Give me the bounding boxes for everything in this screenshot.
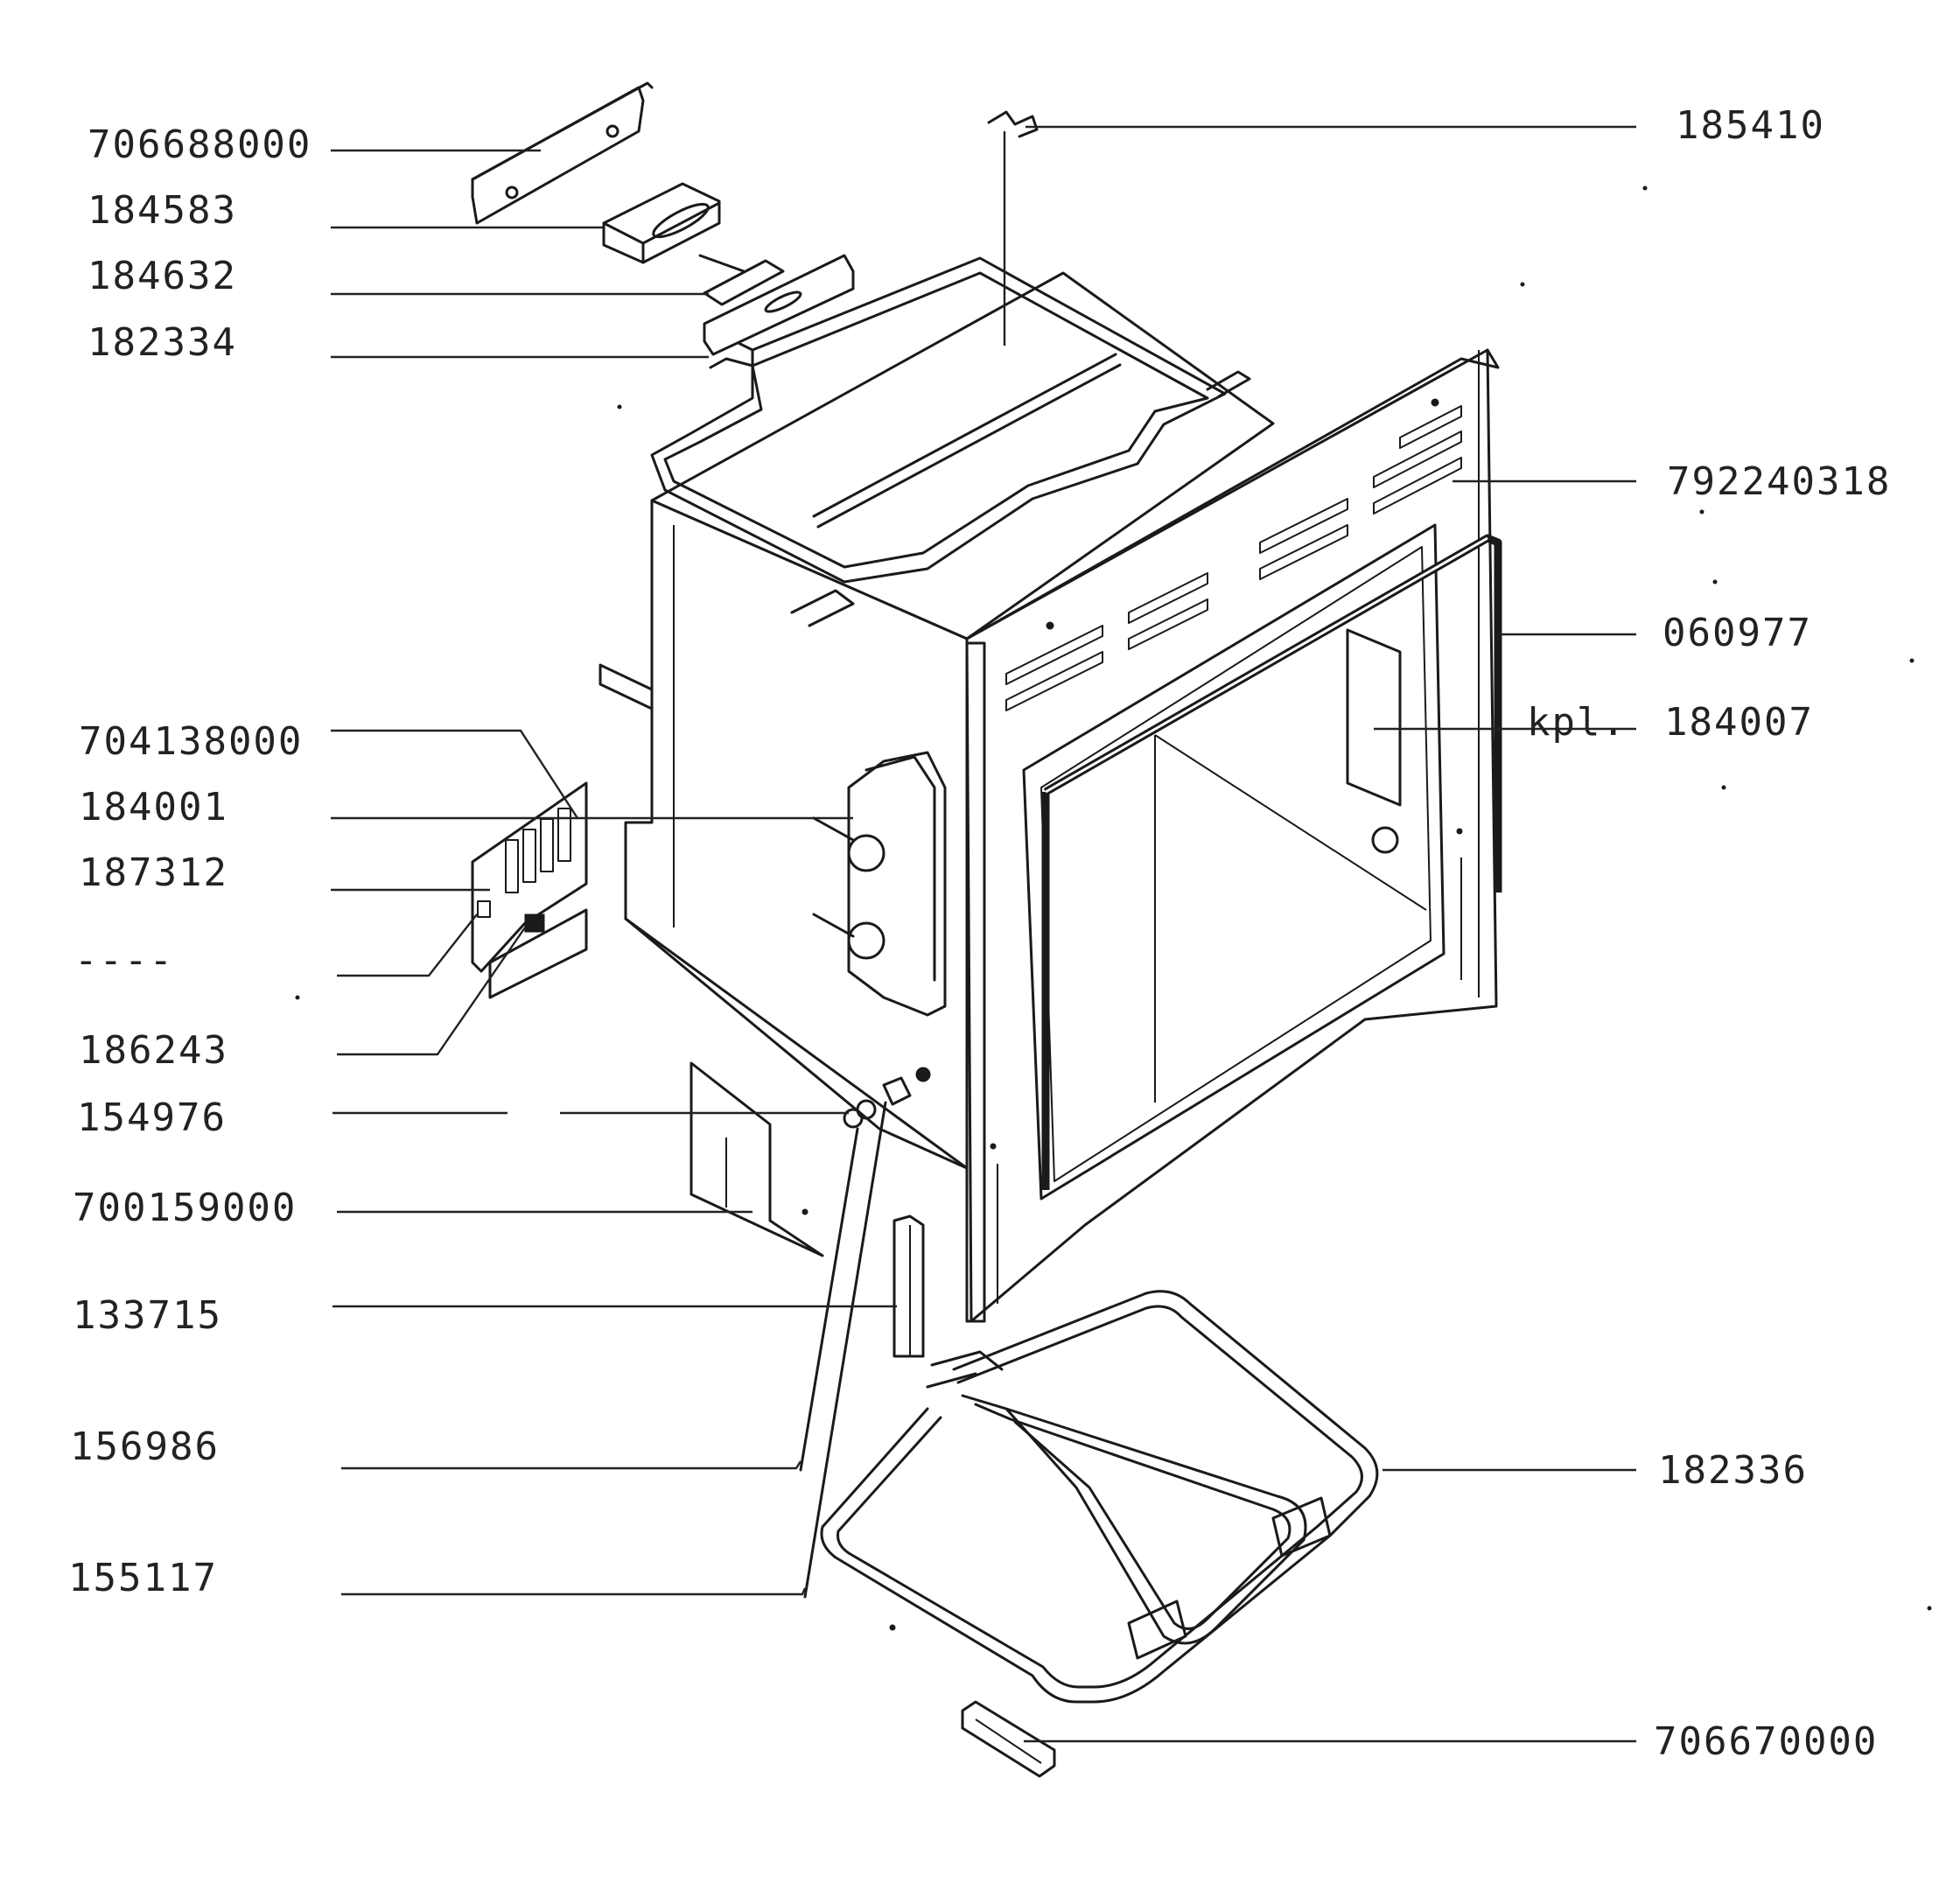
label-184583: 184583 <box>88 188 237 233</box>
clip-185410 <box>987 110 1039 138</box>
bracket-706670000 <box>961 1700 1056 1778</box>
label-060977: 060977 <box>1662 611 1812 655</box>
label-706670000: 706670000 <box>1654 1719 1878 1764</box>
label-706688000: 706688000 <box>88 122 312 167</box>
label-kpl: kpl. <box>1527 700 1627 745</box>
bottom-heating-element <box>820 1290 1379 1704</box>
label-186243: 186243 <box>79 1028 228 1073</box>
label-184632: 184632 <box>88 254 237 298</box>
block-133715 <box>892 1214 925 1358</box>
vent-slots <box>1005 405 1462 711</box>
label-182334-top: 182334 <box>88 320 237 365</box>
front-frame <box>965 348 1500 1323</box>
label-155117: 155117 <box>68 1556 218 1600</box>
label-184001: 184001 <box>79 785 228 830</box>
label-156986: 156986 <box>70 1424 220 1469</box>
control-board <box>471 781 588 999</box>
terminal-block-184583 <box>602 182 721 264</box>
leader-lines <box>331 125 1636 1743</box>
label-182336: 182336 <box>1658 1448 1808 1493</box>
screw-assembly <box>799 1067 931 1599</box>
plate-182334 <box>703 254 855 356</box>
bracket-706688000 <box>471 81 654 225</box>
label-184007: 184007 <box>1664 700 1814 745</box>
label-154976: 154976 <box>77 1096 227 1140</box>
scan-specks <box>295 186 1932 1631</box>
label-dash: ---- <box>74 938 174 983</box>
label-792240318: 792240318 <box>1667 459 1891 504</box>
label-700159000: 700159000 <box>73 1186 297 1230</box>
label-185410: 185410 <box>1676 103 1825 148</box>
top-heating-element <box>650 256 1251 627</box>
door-seal <box>1041 534 1502 1190</box>
lamp-housing <box>812 751 947 1017</box>
label-704138000: 704138000 <box>79 719 303 764</box>
connector-184632 <box>698 254 785 306</box>
label-133715: 133715 <box>73 1293 222 1338</box>
label-187312: 187312 <box>79 850 228 895</box>
panel-700159000 <box>690 1061 824 1257</box>
